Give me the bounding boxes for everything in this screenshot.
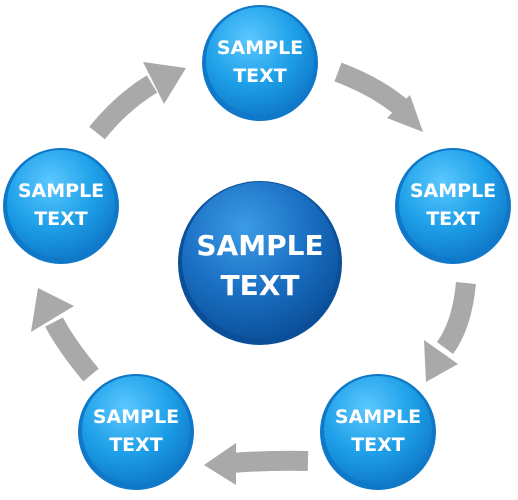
node-bottom-right: SAMPLE TEXT bbox=[320, 374, 436, 490]
arrow-top-to-right bbox=[334, 62, 423, 132]
node-center-line1: SAMPLE bbox=[196, 229, 323, 262]
node-left: SAMPLE TEXT bbox=[3, 148, 119, 264]
node-center-line2: TEXT bbox=[221, 269, 300, 302]
node-center: SAMPLE TEXT bbox=[178, 181, 342, 345]
arrow-bottom-right-to-bottom-left bbox=[204, 443, 309, 485]
node-right-line1: SAMPLE bbox=[410, 180, 496, 202]
arrow-bottom-left-to-left bbox=[31, 288, 99, 382]
node-bottom-left-line2: TEXT bbox=[109, 434, 163, 456]
node-bottom-right-line1: SAMPLE bbox=[335, 406, 421, 428]
node-top-line1: SAMPLE bbox=[217, 37, 303, 59]
arrow-left-to-top bbox=[89, 62, 186, 140]
node-right: SAMPLE TEXT bbox=[395, 148, 511, 264]
node-right-line2: TEXT bbox=[426, 208, 480, 230]
arrow-right-to-bottom-right bbox=[424, 281, 476, 382]
node-top: SAMPLE TEXT bbox=[202, 5, 318, 121]
node-top-line2: TEXT bbox=[233, 65, 287, 87]
node-left-line1: SAMPLE bbox=[18, 180, 104, 202]
node-left-line2: TEXT bbox=[34, 208, 88, 230]
node-bottom-left-line1: SAMPLE bbox=[93, 406, 179, 428]
node-bottom-right-line2: TEXT bbox=[351, 434, 405, 456]
node-bottom-left: SAMPLE TEXT bbox=[78, 374, 194, 490]
